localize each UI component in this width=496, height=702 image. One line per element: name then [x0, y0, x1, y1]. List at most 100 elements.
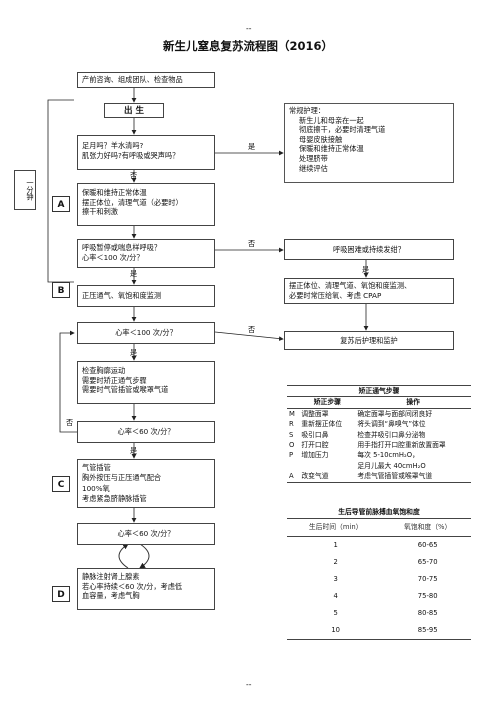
label-yes: 是	[362, 265, 370, 274]
letter-a-badge: A	[52, 196, 70, 212]
mrsopa-cell: 将头调到“鼻嗅气”体位	[357, 420, 426, 429]
hr100-text: 心率＜100 次/分？	[115, 328, 177, 337]
mrsopa-title: 矫正通气步骤	[287, 384, 471, 398]
spo2-cell: 1	[333, 541, 338, 549]
hr60-text: 心率＜60 次/分？	[117, 427, 175, 436]
mrsopa-cell	[299, 461, 355, 471]
step-c-line: 100%氧	[82, 483, 110, 493]
spo2-cell: 70-75	[417, 575, 438, 583]
mrsopa-cell: P	[289, 451, 294, 460]
dyspnea-text: 呼吸困难或持续发绀？	[333, 245, 405, 254]
spo2-cell: 2	[333, 558, 338, 566]
mrsopa-cell: 调整面罩	[301, 409, 329, 418]
label-yes: 是	[248, 142, 256, 151]
right-steps-box: 摆正体位、清理气道、氧饱和度监测、 必要时常压给氧、考虑 CPAP	[284, 278, 454, 304]
check-line: 需要时气管插管或喉罩气道	[82, 385, 169, 395]
mrsopa-cell: O	[289, 441, 295, 450]
hr60-question-box: 心率＜60 次/分？	[77, 421, 215, 443]
label-no: 否	[130, 171, 138, 180]
mrsopa-cell: 用手指打开口腔重新放置面罩	[357, 441, 446, 450]
mrsopa-cell: R	[289, 420, 294, 429]
spo2-cell: 65-70	[417, 558, 438, 566]
one-minute-text: 一分钟	[26, 179, 35, 201]
check-steps-box: 检查胸廓运动 需要时矫正通气步骤 需要时气管插管或喉罩气道	[77, 361, 215, 404]
right-steps-line: 必要时常压给氧、考虑 CPAP	[289, 290, 382, 300]
prep-text: 产前咨询、组成团队、检查物品	[82, 75, 183, 84]
routine-title: 常规护理：	[289, 106, 325, 115]
mrsopa-cell: 改变气道	[301, 472, 329, 481]
hr60-text-2: 心率＜60 次/分？	[117, 529, 175, 538]
post-care-text: 复苏后护理和监护	[340, 336, 398, 345]
letter-d-badge: D	[52, 586, 70, 602]
mrsopa-header: 矫正步骤	[299, 396, 356, 409]
label-no: 否	[248, 325, 256, 334]
mrsopa-cell: A	[289, 472, 294, 481]
step-d-line: 若心率持续＜60 次/分，考虑低	[82, 581, 183, 591]
routine-item: 彻底擦干，必要时清理气道	[299, 125, 386, 135]
step-d-line: 血容量，考虑气胸	[82, 591, 140, 601]
mrsopa-cell: 每次 5-10cmH₂O，	[357, 451, 419, 460]
step-b-text: 正压通气、氧饱和度监测	[82, 291, 162, 300]
prep-box: 产前咨询、组成团队、检查物品	[77, 72, 215, 88]
dyspnea-question-box: 呼吸困难或持续发绀？	[284, 239, 454, 260]
mrsopa-cell: 吸引口鼻	[301, 430, 329, 439]
hr100-question-box: 心率＜100 次/分？	[77, 322, 215, 344]
routine-item: 母婴皮肤接触	[299, 134, 343, 144]
step-a-line: 擦干和刺激	[82, 207, 118, 217]
mrsopa-header	[287, 396, 300, 409]
step-c-line: 气管插管	[82, 463, 111, 472]
mrsopa-cell: S	[289, 430, 294, 439]
mrsopa-cell: 足月儿最大 40cmH₂O	[357, 461, 426, 470]
label-no: 否	[66, 418, 74, 427]
step-d-line: 静脉注射肾上腺素	[82, 572, 140, 581]
mrsopa-cell: 检查并吸引口鼻分泌物	[357, 430, 426, 439]
spo2-cell: 3	[333, 575, 338, 583]
routine-item: 保暖和维持正常体温	[299, 144, 364, 154]
label-yes: 是	[130, 348, 138, 357]
mrsopa-cell: 打开口腔	[301, 441, 329, 450]
spo2-cell: 60-65	[417, 541, 438, 549]
step-a-line: 保暖和维持正常体温	[82, 188, 147, 197]
letter-b-badge: B	[52, 282, 70, 298]
spo2-cell: 5	[333, 609, 338, 617]
spo2-cell: 85-95	[384, 622, 471, 640]
spo2-cell: 75-80	[417, 592, 438, 600]
label-yes: 是	[130, 446, 138, 455]
mrsopa-cell: 增加压力	[301, 451, 329, 460]
routine-item: 继续评估	[299, 163, 328, 173]
assess-box: 足月吗？羊水清吗? 肌张力好吗?有呼吸或哭声吗？	[77, 135, 215, 170]
hr60-question-box-2: 心率＜60 次/分？	[77, 523, 215, 545]
spo2-table: 生后导管前脉搏血氧饱和度 生后时间（min） 氧饱和度（%） 1 60-65 2 6…	[287, 506, 471, 640]
label-yes: 是	[130, 269, 138, 278]
mrsopa-cell	[287, 461, 299, 471]
spo2-cell: 10	[287, 622, 385, 640]
one-minute-box: 一分钟	[14, 170, 36, 210]
step-a-box: 保暖和维持正常体温 摆正体位，清理气道（必要时） 擦干和刺激	[77, 183, 215, 226]
spo2-title: 生后导管前脉搏血氧饱和度	[338, 508, 420, 516]
routine-care-box: 常规护理： 新生儿和母亲在一起 彻底擦干，必要时清理气道 母婴皮肤接触 保暖和维…	[284, 103, 454, 183]
spo2-cell: 4	[333, 592, 338, 600]
spo2-cell: 80-85	[417, 609, 438, 617]
label-no: 否	[248, 239, 256, 248]
check-line: 检查胸廓运动	[82, 366, 126, 375]
step-a-line: 摆正体位，清理气道（必要时）	[82, 197, 183, 207]
step-c-line: 胸外按压与正压通气配合	[82, 473, 162, 483]
apnea-question-box: 呼吸暂停或喘息样呼吸？ 心率＜100 次/分？	[77, 239, 215, 268]
mrsopa-cell: 重新摆正体位	[301, 420, 343, 429]
check-line: 需要时矫正通气步骤	[82, 375, 147, 385]
letter-c-badge: C	[52, 476, 70, 492]
mrsopa-cell: 确定面罩与面部间闭良好	[357, 409, 433, 418]
mrsopa-cell: M	[289, 409, 295, 418]
assess-line-1: 足月吗？羊水清吗?	[82, 141, 144, 150]
spo2-header: 氧饱和度（%）	[384, 518, 471, 537]
routine-item: 新生儿和母亲在一起	[299, 115, 364, 125]
spo2-header: 生后时间（min）	[287, 518, 385, 537]
assess-line-2: 肌张力好吗?有呼吸或哭声吗？	[82, 150, 180, 160]
right-steps-line: 摆正体位、清理气道、氧饱和度监测、	[289, 281, 412, 290]
step-c-box: 气管插管 胸外按压与正压通气配合 100%氧 考虑紧急脐静脉插管	[77, 459, 215, 508]
apnea-line-1: 呼吸暂停或喘息样呼吸？	[82, 243, 162, 252]
post-care-box: 复苏后护理和监护	[284, 331, 454, 350]
routine-item: 处理脐带	[299, 153, 328, 163]
step-d-box: 静脉注射肾上腺素 若心率持续＜60 次/分，考虑低 血容量，考虑气胸	[77, 568, 215, 610]
